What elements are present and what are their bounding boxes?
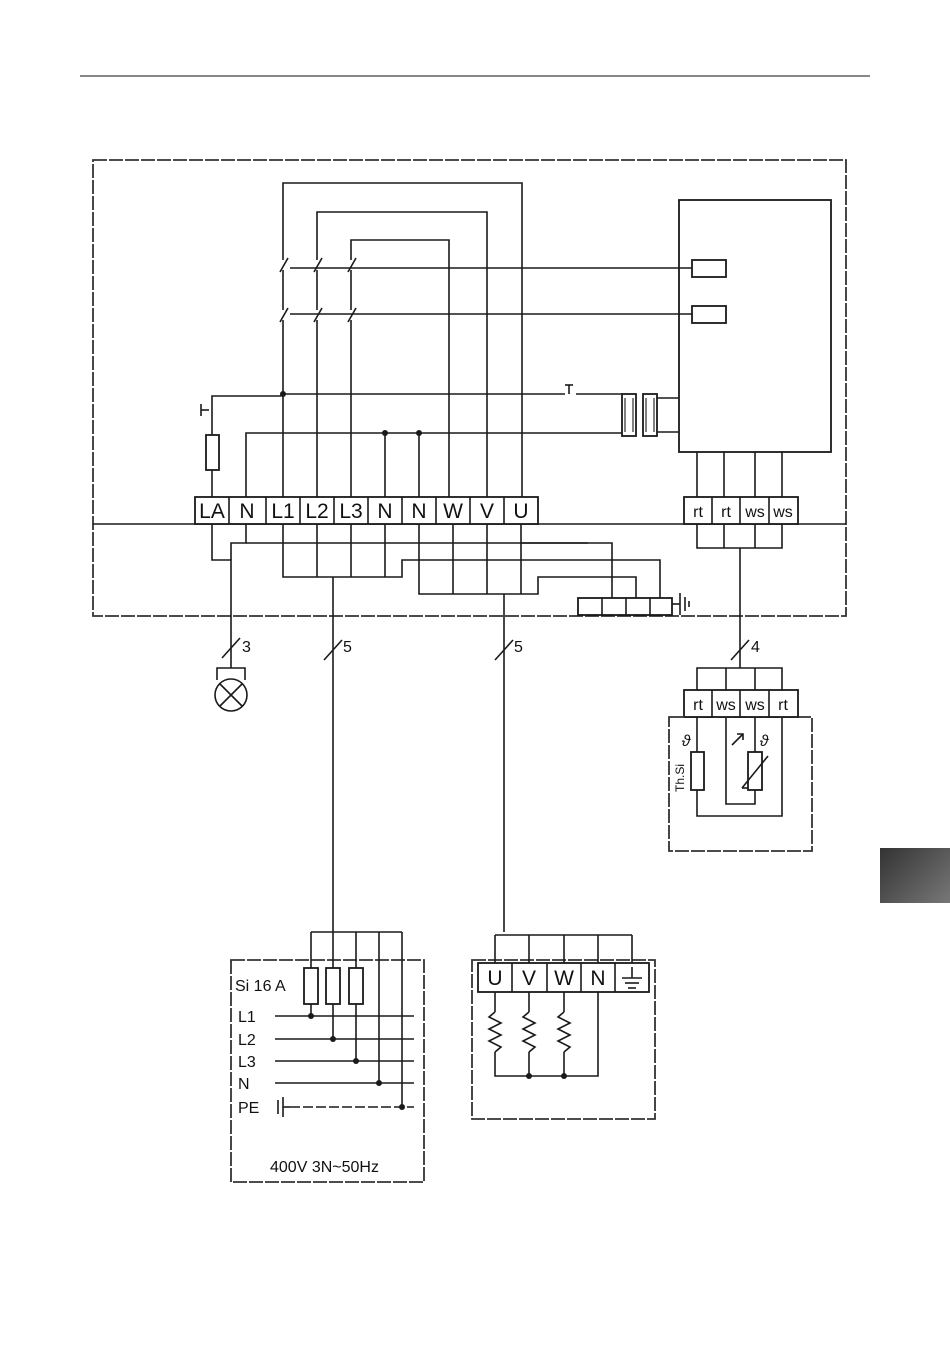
board-terminal-rt: rt <box>693 504 703 521</box>
safety-thermostat <box>691 752 704 790</box>
contactor-coil-1 <box>692 260 726 277</box>
supply-line-n: N <box>238 1076 250 1093</box>
controller-box <box>679 200 831 452</box>
cable-count-lamp: 3 <box>242 639 251 656</box>
terminal-l2: L2 <box>305 500 328 523</box>
contactor-loops <box>283 183 522 497</box>
sensor-label: Th.Si <box>673 764 687 792</box>
terminal-v: V <box>480 500 494 523</box>
supply-line-l1: L1 <box>238 1009 256 1026</box>
sensor-leads <box>697 668 782 690</box>
supply-line-l2: L2 <box>238 1032 256 1049</box>
cable-count-heater: 5 <box>514 639 523 656</box>
heater-terminal-n: N <box>590 967 605 990</box>
heater-terminal-v: V <box>522 967 536 990</box>
terminal-n: N <box>377 500 392 523</box>
terminal-w: W <box>443 500 463 523</box>
terminal-n: N <box>239 500 254 523</box>
heating-elements-icon <box>489 992 598 1079</box>
cable-count-supply: 5 <box>343 639 352 656</box>
supply-voltage: 400V 3N~50Hz <box>270 1159 379 1176</box>
contactor-contacts <box>280 258 692 497</box>
terminal-n: N <box>411 500 426 523</box>
terminal-la: LA <box>199 500 225 523</box>
transformer-coil-right <box>643 394 657 436</box>
theta-symbol-left: ϑ <box>682 733 692 750</box>
board-terminal-ws: ws <box>772 504 793 521</box>
control-circuit <box>201 385 622 497</box>
heater-feed <box>495 935 632 963</box>
lamp-icon <box>215 668 247 711</box>
controller-sensor-leads <box>697 452 782 497</box>
heater-terminal-w: W <box>554 967 574 990</box>
sensor-terminal-rt: rt <box>693 697 703 714</box>
sensor-terminal-ws: ws <box>744 697 765 714</box>
fuse-rating: Si 16 A <box>235 978 286 995</box>
sensor-terminal-ws: ws <box>715 697 736 714</box>
supply-busbars <box>275 1013 414 1117</box>
heater-terminal-u: U <box>487 967 502 990</box>
contactor-coil-2 <box>692 306 726 323</box>
supply-line-pe: PE <box>238 1100 259 1117</box>
terminal-l3: L3 <box>339 500 362 523</box>
theta-symbol-right: ϑ <box>760 733 770 750</box>
cable-count-sensor: 4 <box>751 639 760 656</box>
board-terminal-ws: ws <box>744 504 765 521</box>
terminal-l1: L1 <box>271 500 294 523</box>
terminal-u: U <box>513 500 528 523</box>
board-terminal-rt: rt <box>721 504 731 521</box>
supply-line-l3: L3 <box>238 1054 256 1071</box>
transformer-coil-left <box>622 394 636 436</box>
sensor-terminal-rt: rt <box>778 697 788 714</box>
sensor-internal-wiring <box>697 717 782 816</box>
